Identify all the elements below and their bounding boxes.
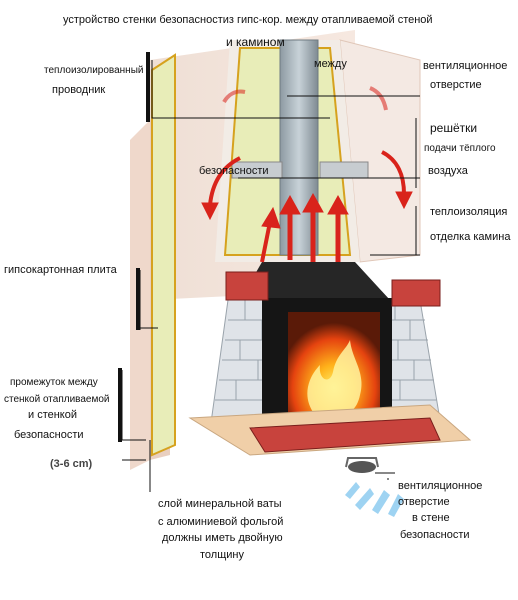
- label-vent-bottom-3: в стене: [412, 512, 450, 524]
- label-grilles-3: воздуха: [428, 165, 468, 177]
- label-vent-top-1: вентиляционное: [423, 60, 508, 72]
- label-vent-bottom-1: вентиляционное: [398, 480, 483, 492]
- label-vent-top-2: отверстие: [430, 79, 482, 91]
- label-gap-4: безопасности: [14, 429, 84, 441]
- label-grilles-2: подачи тёплого: [424, 143, 496, 154]
- insulation-layer-left: [151, 53, 176, 457]
- red-arrows: [201, 86, 413, 263]
- label-wool-1: слой минеральной ваты: [158, 498, 282, 510]
- title-line-2: и камином: [226, 35, 285, 49]
- hearth-red-bricks: [249, 417, 441, 453]
- label-vent-bottom-4: безопасности: [400, 529, 470, 541]
- bracket-lower: [118, 368, 122, 442]
- label-gap-3: и стенкой: [28, 409, 78, 421]
- bottom-vent: [348, 461, 376, 473]
- label-insulation: теплоизоляция: [430, 206, 508, 218]
- label-vent-bottom-2: отверстие: [398, 496, 450, 508]
- grille-right: [319, 161, 369, 179]
- bracket-top: [146, 52, 150, 122]
- fireplace-hood: [240, 262, 390, 300]
- red-brick-caps: [225, 271, 441, 307]
- flame-shape: [307, 340, 362, 415]
- label-fireplace-finish: отделка камина: [430, 231, 511, 243]
- label-wool-2: с алюминиевой фольгой: [158, 516, 284, 528]
- label-wool-3: должны иметь двойную: [162, 532, 283, 544]
- bracket-middle: [136, 268, 140, 330]
- label-safety: безопасности: [199, 165, 269, 177]
- label-insulated-conductor-1: теплоизолированный: [44, 65, 144, 76]
- label-between: между: [314, 58, 347, 70]
- blue-arrows: [345, 482, 404, 517]
- label-grilles-1: решётки: [430, 121, 478, 135]
- vent-frame: [345, 457, 379, 468]
- label-wool-4: толщину: [200, 549, 244, 561]
- label-gap-2: стенкой отапливаемой: [4, 394, 110, 405]
- title-line-1: устройство стенки безопасностиз гипс-кор…: [63, 14, 433, 26]
- label-drywall: гипсокартонная плита: [4, 264, 117, 276]
- label-insulated-conductor-2: проводник: [52, 84, 106, 96]
- label-gap-size: (3-6 cm): [50, 458, 93, 470]
- label-gap-1: промежуток между: [10, 377, 98, 388]
